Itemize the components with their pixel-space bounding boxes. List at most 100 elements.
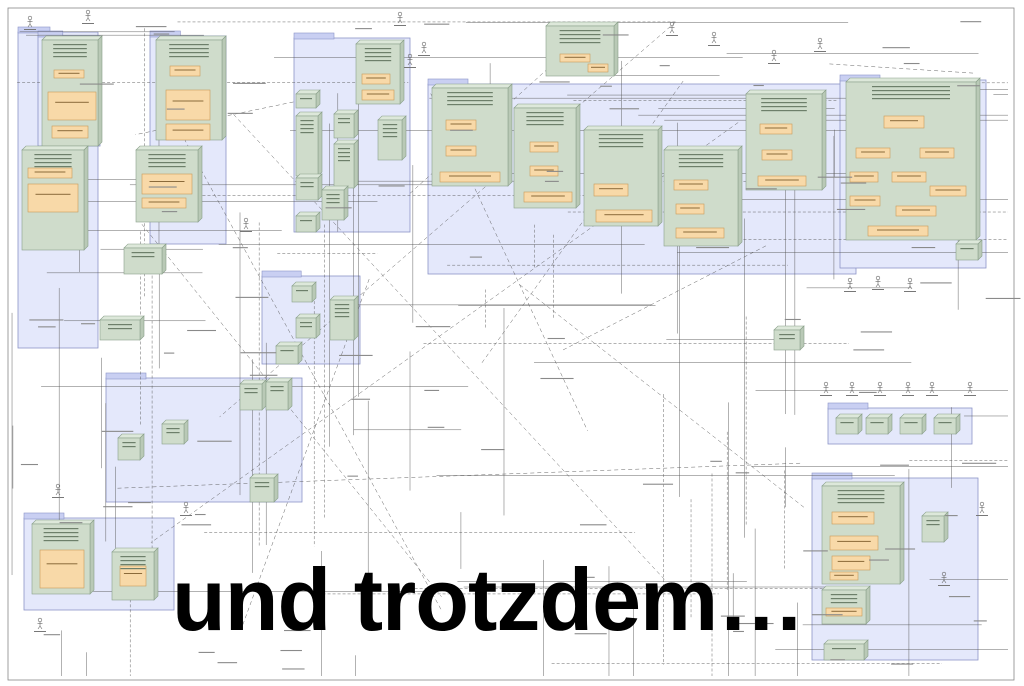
- node-label-scribble: [34, 158, 72, 160]
- connector-label-scribble: [920, 282, 952, 284]
- actor-leg-left: [817, 45, 821, 50]
- node-top: [377, 115, 407, 121]
- artifact-label-scribble: [58, 72, 80, 74]
- connector-label-scribble: [325, 207, 352, 209]
- actor-figure: [421, 41, 427, 54]
- actor-leg-right: [907, 389, 911, 394]
- artifact-label-scribble: [925, 151, 949, 153]
- node-side: [317, 173, 323, 201]
- node-label-scribble: [526, 120, 564, 122]
- artifact-label-scribble: [46, 563, 78, 565]
- connector-label-scribble: [194, 513, 206, 516]
- artifact-label-scribble: [834, 574, 854, 576]
- node-top: [663, 145, 743, 151]
- connector-diagonal: [562, 244, 769, 351]
- node-label-scribble: [364, 56, 392, 58]
- actor-leg-left: [847, 285, 851, 290]
- node-label-scribble: [938, 422, 952, 424]
- artifact-label-scribble: [831, 610, 857, 612]
- node-side: [921, 413, 927, 435]
- connector-label-scribble: [853, 349, 885, 351]
- connector-label-scribble: [339, 354, 373, 356]
- artifact-label-scribble: [902, 209, 930, 211]
- node-label-scribble: [338, 118, 350, 120]
- artifact-box: [929, 185, 967, 197]
- connector-diagonal: [519, 284, 806, 509]
- artifact-box: [675, 203, 705, 215]
- node-label-scribble: [761, 102, 807, 104]
- node-label-scribble: [526, 116, 564, 118]
- actor-label-scribble: [418, 55, 430, 56]
- actor-figure: [875, 275, 881, 288]
- actor-figure: [407, 53, 413, 66]
- node-label-scribble: [830, 598, 858, 600]
- node-label-scribble: [678, 154, 724, 156]
- artifact-box: [141, 173, 193, 195]
- artifact-box: [593, 183, 629, 197]
- connector-label-scribble: [985, 297, 1021, 300]
- node-side: [139, 433, 145, 461]
- node-box: [821, 589, 867, 625]
- connector-label-scribble: [962, 462, 997, 464]
- actor-leg-right: [969, 389, 973, 394]
- actor-label-scribble: [902, 395, 914, 396]
- connector-label-scribble: [240, 352, 277, 354]
- connector-label-scribble: [103, 506, 133, 508]
- node-label-scribble: [526, 112, 564, 114]
- actor-group: [27, 9, 985, 630]
- node-box: [333, 113, 355, 139]
- node-label-scribble: [43, 540, 79, 542]
- node-label-scribble: [166, 432, 180, 434]
- connector-label-scribble: [282, 668, 305, 670]
- connector-label-scribble: [546, 170, 564, 172]
- node-label-scribble: [837, 498, 885, 500]
- node-label-scribble: [166, 428, 180, 430]
- actor-label-scribble: [34, 631, 46, 632]
- actor-figure: [847, 277, 853, 290]
- connector-label-scribble: [836, 208, 866, 211]
- node-label-scribble: [120, 556, 146, 558]
- node-label-scribble: [840, 422, 854, 424]
- node-side: [955, 413, 961, 435]
- node-box: [239, 383, 263, 411]
- connector-label-scribble: [424, 23, 450, 25]
- node-side: [315, 211, 321, 233]
- node-label-scribble: [334, 304, 350, 306]
- node-label-scribble: [300, 322, 312, 324]
- artifact-box: [867, 225, 929, 237]
- connector-label-scribble: [232, 247, 248, 249]
- connector-label-scribble: [960, 21, 982, 23]
- connector-label-scribble: [450, 129, 473, 131]
- connector-label-scribble: [280, 649, 302, 652]
- connector-label-scribble: [547, 337, 565, 340]
- node-label-scribble: [926, 524, 940, 526]
- node-label-scribble: [761, 110, 807, 112]
- node-box: [745, 93, 823, 191]
- actor-leg-left: [85, 17, 89, 22]
- connector-label-scribble: [38, 326, 56, 328]
- node-label-scribble: [338, 122, 350, 124]
- node-side: [261, 379, 267, 411]
- actor-leg-left: [875, 283, 879, 288]
- actor-figure: [877, 381, 883, 394]
- node-label-scribble: [280, 350, 294, 352]
- artifact-box: [119, 565, 147, 587]
- connector-label-scribble: [973, 620, 987, 622]
- actor-head: [397, 11, 403, 17]
- actor-head: [243, 217, 249, 223]
- node-label-scribble: [296, 290, 308, 292]
- actor-leg-right: [851, 389, 855, 394]
- actor-label-scribble: [872, 289, 884, 290]
- node-box: [123, 247, 163, 275]
- node-label-scribble: [53, 56, 87, 58]
- artifact-box: [445, 119, 477, 131]
- node-label-scribble: [326, 198, 340, 200]
- connector-diagonal: [829, 63, 974, 74]
- connector-label-scribble: [609, 108, 640, 110]
- actor-leg-right: [423, 49, 427, 54]
- artifact-box: [673, 179, 709, 191]
- artifact-label-scribble: [449, 175, 491, 177]
- artifact-label-scribble: [877, 229, 919, 231]
- artifact-label-scribble: [838, 516, 868, 518]
- node-label-scribble: [300, 128, 314, 130]
